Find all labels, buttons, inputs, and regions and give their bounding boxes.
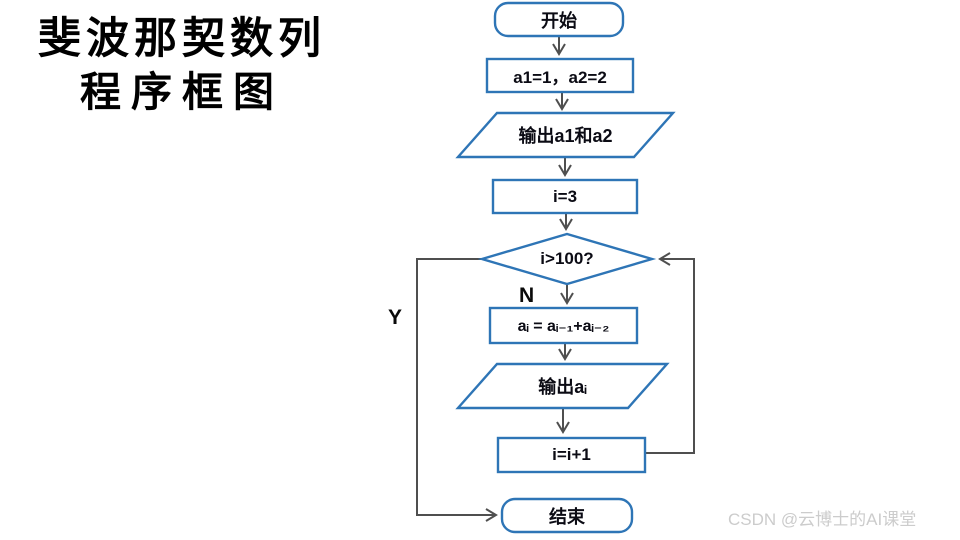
connector-yes-branch-to-end	[416, 258, 498, 522]
increment-node-label: i=i+1	[552, 445, 591, 464]
start-node-label: 开始	[541, 10, 577, 31]
page-title: 斐波那契数列 程序框图	[14, 12, 350, 117]
init-process-shape	[485, 57, 635, 94]
title-line-1: 斐波那契数列	[38, 14, 326, 64]
csdn-watermark: CSDN @云博士的AI课堂	[728, 510, 917, 529]
set-i-process-shape	[491, 178, 639, 215]
no-branch-label: N	[519, 284, 535, 307]
end-terminator-shape	[500, 497, 634, 534]
compute-process-shape	[488, 306, 639, 345]
yes-branch-label: Y	[388, 306, 403, 329]
connector-loop-back-to-decision	[645, 252, 695, 454]
set-i-node-label: i=3	[552, 186, 578, 206]
increment-process-shape	[496, 436, 647, 474]
output-term-parallelogram-shape	[455, 362, 670, 410]
end-node-label: 结束	[549, 506, 585, 527]
start-terminator-shape	[493, 1, 625, 38]
compute-node-label: aᵢ = aᵢ₋₁+aᵢ₋₂	[517, 317, 610, 335]
output-initial-parallelogram-shape	[455, 111, 676, 159]
decision-node-label: i>100?	[540, 249, 594, 268]
decision-diamond-shape	[477, 232, 657, 286]
init-node-label: a1=1，a2=2	[513, 68, 607, 87]
output-term-node-label: 输出aᵢ	[538, 377, 587, 397]
output-initial-node-label: 输出a1和a2	[518, 126, 613, 146]
title-line-2: 程序框图	[80, 67, 284, 116]
